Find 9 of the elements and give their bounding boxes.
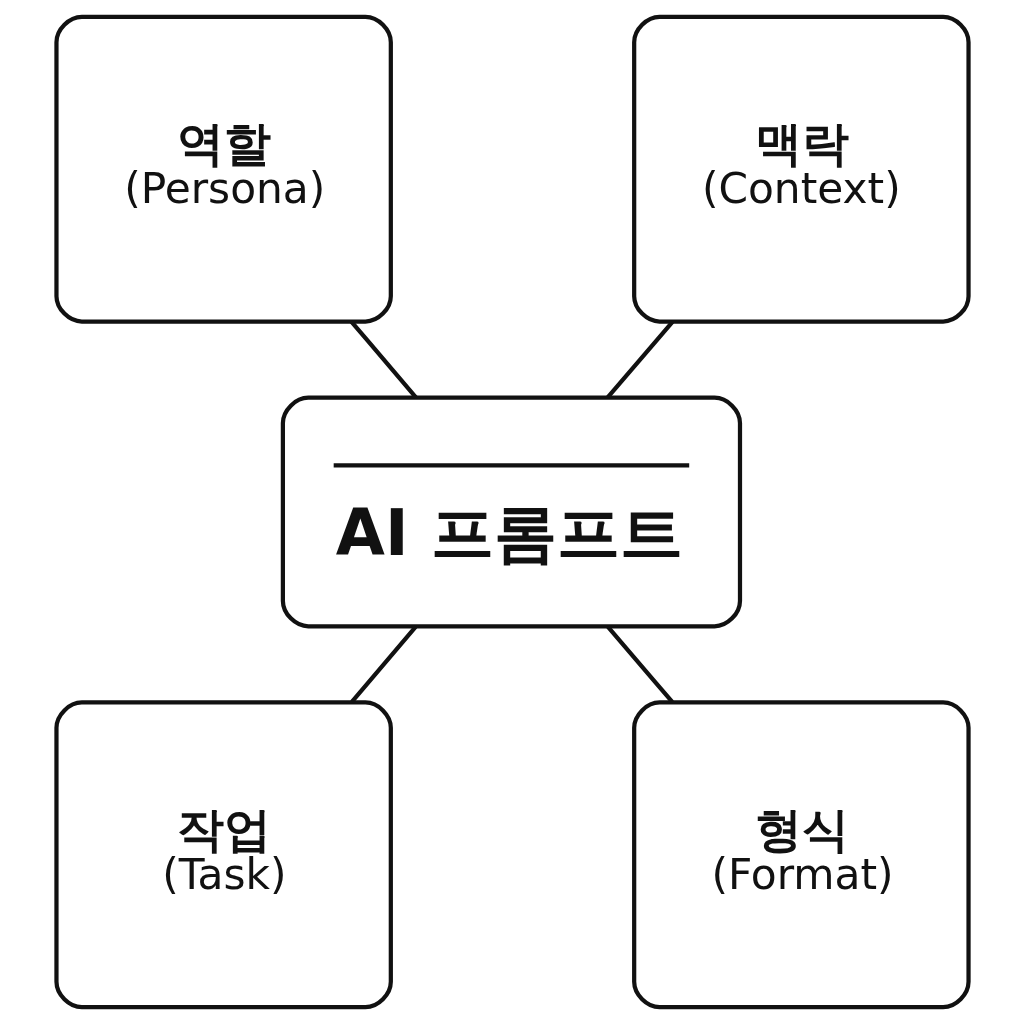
connector (349, 320, 417, 399)
node-box: 형식 (Format) (631, 700, 971, 1010)
connector (605, 320, 674, 399)
connector (349, 625, 417, 704)
node-box: 작업 (Task) (53, 700, 393, 1010)
node-box: 역할 (Persona) (53, 14, 393, 324)
node-box: AI 프롬프트 (280, 395, 742, 629)
node-box: 맥락 (Context) (631, 14, 971, 324)
connector (605, 625, 674, 704)
